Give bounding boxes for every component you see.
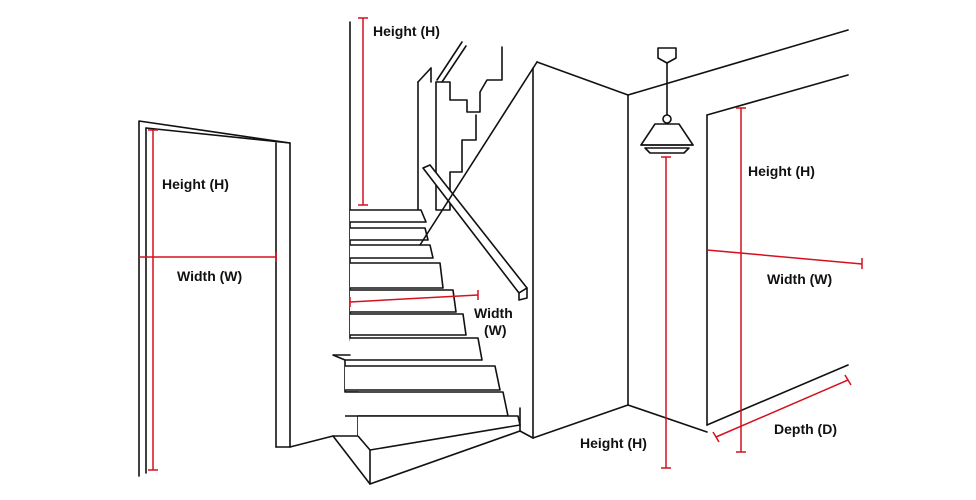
dim-wall-width xyxy=(706,249,863,269)
label-stair-width-line2: (W) xyxy=(484,322,507,338)
upper-handrail xyxy=(436,41,467,83)
dim-floor-depth xyxy=(712,374,852,443)
label-door-width: Width (W) xyxy=(177,268,242,284)
label-ceiling-height: Height (H) xyxy=(580,435,647,451)
dimension-labels: Height (H) Height (H) Width (W) Width (W… xyxy=(162,23,837,451)
label-wall-width: Width (W) xyxy=(767,271,832,287)
label-floor-depth: Depth (D) xyxy=(774,421,837,437)
label-wall-height: Height (H) xyxy=(748,163,815,179)
label-staircase-height: Height (H) xyxy=(373,23,440,39)
pendant-lamp-icon xyxy=(640,47,694,154)
door-frame xyxy=(138,120,291,477)
stairwell-wall xyxy=(289,21,432,448)
right-room xyxy=(627,29,849,433)
dim-stair-width xyxy=(349,290,479,307)
dimension-lines xyxy=(139,17,863,471)
wall-corner xyxy=(419,61,629,439)
dim-ceiling-height xyxy=(661,156,671,469)
upper-steps xyxy=(435,46,503,113)
dim-wall-height xyxy=(736,107,746,453)
dim-door-height xyxy=(148,129,158,471)
upper-steps-outline xyxy=(435,81,477,211)
label-stair-width-line1: Width xyxy=(474,305,513,321)
stair-handrail xyxy=(422,164,528,301)
staircase xyxy=(332,209,521,485)
dim-door-width xyxy=(139,252,277,262)
label-door-height: Height (H) xyxy=(162,176,229,192)
dim-staircase-height xyxy=(358,17,368,206)
